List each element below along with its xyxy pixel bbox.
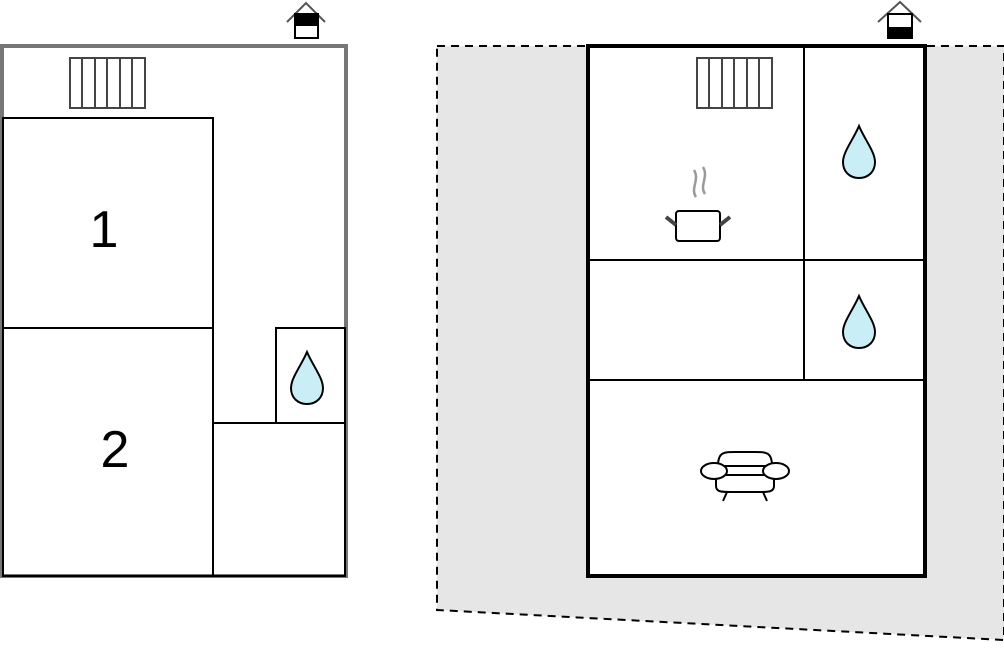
- floor-plan-left: 1 2: [0, 1, 348, 578]
- room-label-1: 1: [90, 201, 119, 259]
- cooking-pot-icon: [664, 166, 732, 242]
- outer-wall: [586, 44, 927, 578]
- room-small: [212, 422, 346, 577]
- house-entrance-icon: [877, 0, 922, 39]
- sofa-icon: [700, 451, 790, 502]
- room-label-2: 2: [101, 421, 130, 479]
- radiator-icon: [696, 57, 773, 109]
- outer-wall: [0, 44, 348, 578]
- radiator-icon: [69, 57, 146, 109]
- floor-plan-right: [436, 0, 1004, 642]
- house-entrance-icon: [286, 1, 326, 39]
